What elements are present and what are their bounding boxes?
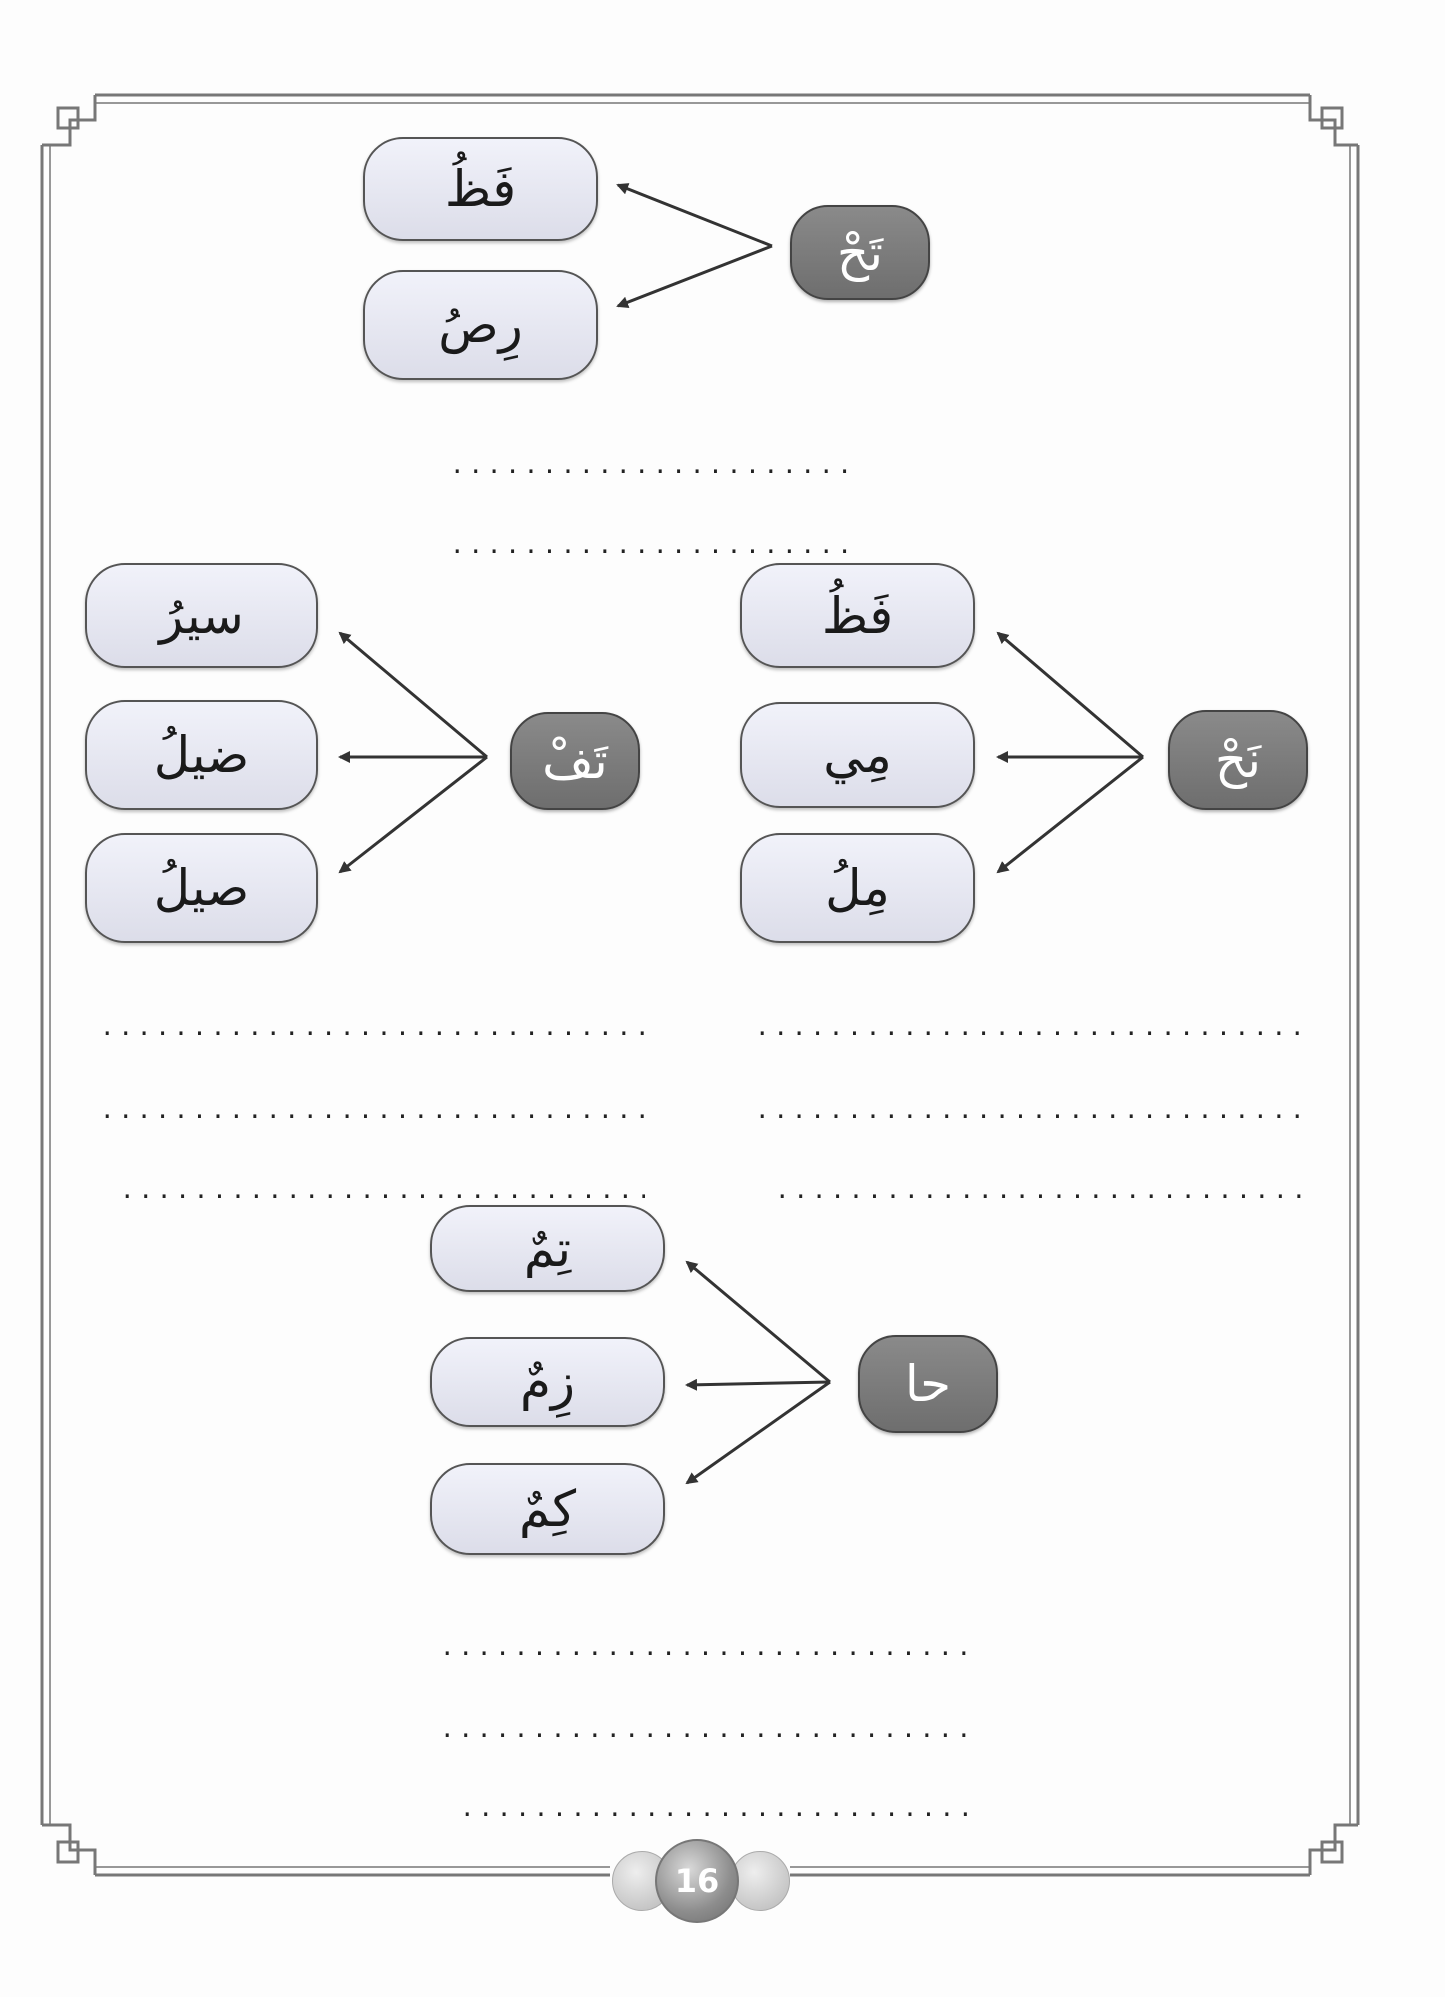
answer-line[interactable]: ........................................… bbox=[100, 1013, 645, 1041]
option-label: صيلُ bbox=[153, 859, 250, 917]
option-pill[interactable]: تِمٌ bbox=[430, 1205, 665, 1292]
option-label: فَظُ bbox=[444, 160, 517, 218]
option-pill[interactable]: ضيلُ bbox=[85, 700, 318, 810]
option-pill[interactable]: فَظُ bbox=[740, 563, 975, 668]
option-pill[interactable]: زِمٌ bbox=[430, 1337, 665, 1427]
option-label: تِمٌ bbox=[523, 1219, 572, 1278]
hub-label: تَفْ bbox=[542, 732, 608, 790]
hub-label: تَحْ bbox=[836, 223, 884, 282]
answer-line[interactable]: ........................................… bbox=[450, 451, 850, 479]
option-label: مِي bbox=[823, 726, 892, 784]
hub-label: نَحْ bbox=[1214, 731, 1262, 789]
answer-line[interactable]: ........................................… bbox=[440, 1715, 970, 1743]
syllable-hub-2: نَحْ bbox=[1168, 710, 1308, 810]
option-pill[interactable]: فَظُ bbox=[363, 137, 598, 241]
option-label: كِمٌ bbox=[518, 1480, 577, 1538]
answer-line[interactable]: ........................................… bbox=[460, 1794, 970, 1822]
badge-right-ornament bbox=[730, 1851, 790, 1911]
syllable-hub-3: تَفْ bbox=[510, 712, 640, 810]
option-label: رِصُ bbox=[438, 296, 523, 354]
option-pill[interactable]: سيرُ bbox=[85, 563, 318, 668]
option-pill[interactable]: كِمٌ bbox=[430, 1463, 665, 1555]
answer-line[interactable]: ........................................… bbox=[775, 1176, 1310, 1204]
page-number-badge: 16 bbox=[655, 1839, 739, 1923]
answer-line[interactable]: ........................................… bbox=[120, 1176, 645, 1204]
option-label: ضيلُ bbox=[153, 726, 250, 784]
option-label: زِمٌ bbox=[519, 1353, 576, 1411]
answer-line[interactable]: ........................................… bbox=[755, 1013, 1310, 1041]
syllable-hub-1: تَحْ bbox=[790, 205, 930, 300]
answer-line[interactable]: ........................................… bbox=[440, 1633, 970, 1661]
option-label: مِلُ bbox=[825, 859, 890, 917]
option-label: فَظُ bbox=[821, 586, 894, 645]
option-pill[interactable]: مِلُ bbox=[740, 833, 975, 943]
option-pill[interactable]: مِي bbox=[740, 702, 975, 808]
syllable-hub-4: حا bbox=[858, 1335, 998, 1433]
answer-line[interactable]: ........................................… bbox=[450, 531, 850, 559]
page-number: 16 bbox=[674, 1862, 720, 1900]
answer-line[interactable]: ........................................… bbox=[100, 1096, 645, 1124]
option-pill[interactable]: رِصُ bbox=[363, 270, 598, 380]
answer-line[interactable]: ........................................… bbox=[755, 1096, 1310, 1124]
option-pill[interactable]: صيلُ bbox=[85, 833, 318, 943]
option-label: سيرُ bbox=[159, 586, 244, 645]
hub-label: حا bbox=[904, 1355, 952, 1413]
